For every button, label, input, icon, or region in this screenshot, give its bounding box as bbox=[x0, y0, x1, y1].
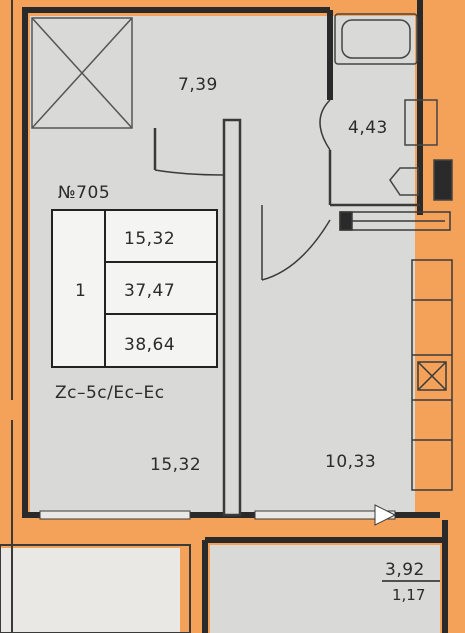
finish-code: Zc–5c/Ec–Ec bbox=[55, 383, 165, 403]
apartment-info-table bbox=[51, 209, 218, 368]
living-area-cell: 15,32 bbox=[124, 229, 175, 249]
rooms-count-cell: 1 bbox=[75, 281, 86, 301]
heater bbox=[339, 211, 451, 231]
ventilation-shaft bbox=[31, 17, 133, 129]
window-markers bbox=[39, 504, 397, 526]
interior-partitions bbox=[153, 99, 420, 517]
room-area-bathroom: 4,43 bbox=[348, 118, 388, 138]
bathroom-fixtures bbox=[389, 99, 453, 201]
room-area-kitchen: 10,33 bbox=[325, 452, 376, 472]
total-area-cell: 37,47 bbox=[124, 281, 175, 301]
bathtub bbox=[334, 13, 418, 65]
room-area-living: 15,32 bbox=[150, 455, 201, 475]
apartment-number: №705 bbox=[58, 183, 110, 203]
balcony-reduced-area: 1,17 bbox=[392, 586, 425, 604]
room-area-hall: 7,39 bbox=[178, 75, 218, 95]
left-frame bbox=[0, 0, 191, 633]
room-area-balcony: 3,92 bbox=[385, 560, 425, 580]
kitchen-counter bbox=[411, 259, 453, 491]
total-with-balcony-cell: 38,64 bbox=[124, 335, 175, 355]
